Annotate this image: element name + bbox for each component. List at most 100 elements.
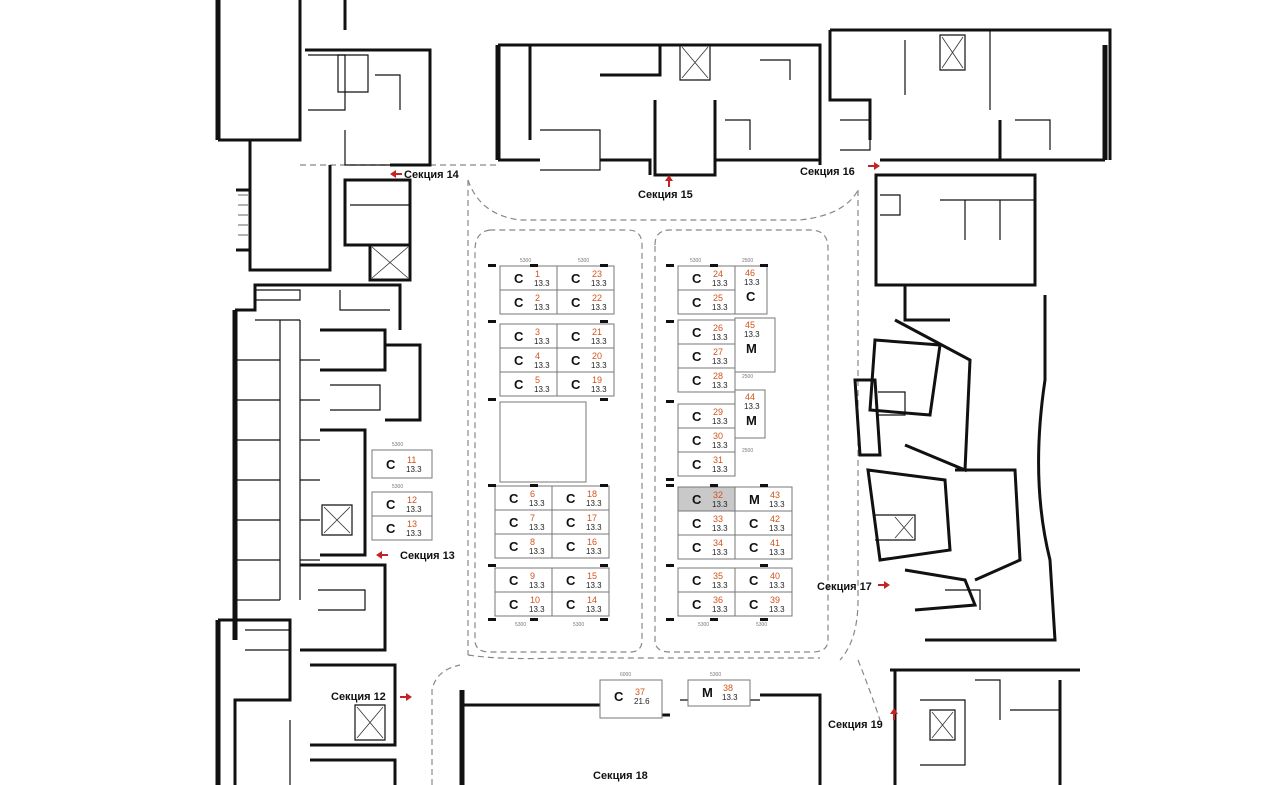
unit-area: 13.3 [591,279,607,288]
unit-type: М [702,685,713,700]
unit-number: 36 [713,595,723,605]
unit-area: 13.3 [591,303,607,312]
unit-area: 13.3 [712,548,728,557]
unit-number: 22 [592,293,602,303]
unit-area: 13.3 [586,581,602,590]
unit-area: 13.3 [534,279,550,288]
unit-number: 43 [770,490,780,500]
section-15-text: Секция 15 [638,189,693,201]
column-markers [488,264,768,621]
unit-area: 13.3 [406,465,422,474]
unit-number: 28 [713,371,723,381]
unit-area: 13.3 [529,499,545,508]
unit-type: С [692,540,702,555]
unit-type: С [566,491,576,506]
section-13-label[interactable]: Секция 13 [376,550,455,562]
unit-number: 18 [587,489,597,499]
section-16-label[interactable]: Секция 16 [800,162,880,178]
unit-type: С [749,597,759,612]
unit-type: С [571,377,581,392]
unit-type: С [566,573,576,588]
dim-label: 5300 [698,622,709,628]
unit-number: 14 [587,595,597,605]
unit-number: 46 [745,268,755,278]
unit-number: 7 [530,513,535,523]
unit-area: 13.3 [529,547,545,556]
unit-type: С [692,325,702,340]
section-15-label[interactable]: Секция 15 [638,175,693,201]
section-18-label[interactable]: Секция 18 [593,770,648,782]
unit-type: С [386,457,396,472]
unit-number: 19 [592,375,602,385]
unit-type: С [571,271,581,286]
unit-type: С [566,597,576,612]
unit-number: 5 [535,375,540,385]
unit-number: 26 [713,323,723,333]
unit-area: 13.3 [586,523,602,532]
section-12-label[interactable]: Секция 12 [331,691,412,703]
unit-number: 34 [713,538,723,548]
unit-number: 25 [713,293,723,303]
unit-type: С [749,540,759,555]
unit-type: С [692,573,702,588]
unit-area: 13.3 [712,581,728,590]
section-14-label[interactable]: Секция 14 [390,169,460,181]
section-19-label[interactable]: Секция 19 [828,708,898,731]
section-17-label[interactable]: Секция 17 [817,581,890,593]
unit-type: С [514,271,524,286]
unit-type: С [614,689,624,704]
unit-area: 13.3 [406,529,422,538]
unit-area: 13.3 [534,337,550,346]
unit-number: 6 [530,489,535,499]
unit-area: 13.3 [712,303,728,312]
unit-number: 15 [587,571,597,581]
unit-number: 17 [587,513,597,523]
